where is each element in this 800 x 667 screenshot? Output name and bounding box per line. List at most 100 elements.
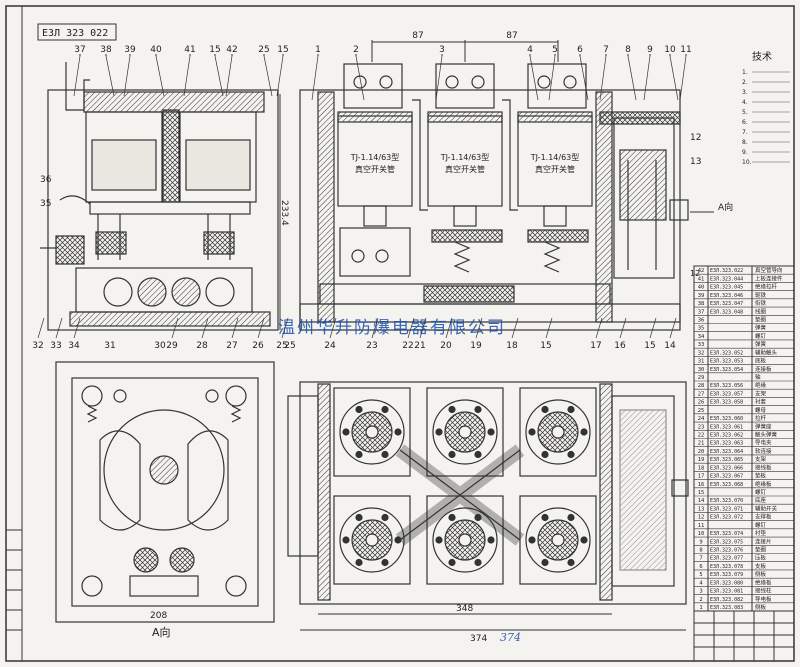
part-balloon: 25 xyxy=(276,341,287,351)
part-number: 42 xyxy=(698,268,705,274)
part-balloon: 36 xyxy=(40,175,52,185)
tube-bolt xyxy=(567,405,575,414)
tube-bolt xyxy=(435,428,443,436)
tube-bolt xyxy=(355,513,363,522)
part-balloon: 25 xyxy=(258,45,269,55)
tube-flange xyxy=(525,507,591,573)
part-balloon: 4 xyxy=(527,45,533,55)
part-name: 接线板 xyxy=(755,463,772,471)
part-number: 13 xyxy=(698,506,705,512)
part-code: ЕЗЛ.323.083 xyxy=(710,605,743,611)
part-name: 垫板 xyxy=(755,472,767,480)
part-balloon: 32 xyxy=(32,341,43,351)
part-code: ЕЗЛ.323.044 xyxy=(710,276,743,282)
a-view-arrow-label: A向 xyxy=(718,201,733,213)
part-number: 26 xyxy=(698,400,705,406)
tube-bolt xyxy=(474,450,482,459)
part-name: 弹簧 xyxy=(755,340,767,348)
part-balloon: 18 xyxy=(506,341,518,351)
part-number: 11 xyxy=(698,523,705,529)
part-code: ЕЗЛ.323.072 xyxy=(710,515,743,521)
tube-flange xyxy=(339,507,405,573)
part-number: 37 xyxy=(698,309,705,315)
tube-bolt xyxy=(448,450,456,459)
part-balloon: 33 xyxy=(50,341,61,351)
part-balloon: 10 xyxy=(664,45,676,55)
part-name: 软连接 xyxy=(755,447,772,455)
tube-bolt xyxy=(355,450,363,459)
part-code: ЕЗЛ.323.052 xyxy=(710,350,743,356)
leader-line xyxy=(281,317,289,339)
tube-housing xyxy=(333,495,411,585)
tech-req-line: 10. xyxy=(742,159,752,166)
tube-bolt xyxy=(541,558,549,567)
part-number: 38 xyxy=(698,301,705,307)
part-code: ЕЗЛ.323.067 xyxy=(710,474,743,480)
part-balloon: 23 xyxy=(366,341,377,351)
part-balloon: 8 xyxy=(625,45,631,55)
part-code: ЕЗЛ.323.053 xyxy=(710,359,743,365)
part-balloon: 37 xyxy=(74,45,85,55)
leader-line xyxy=(679,55,687,101)
part-name: 螺钉 xyxy=(755,488,767,496)
part-number: 8 xyxy=(699,548,702,554)
leader-line xyxy=(511,317,519,339)
tube-stem xyxy=(458,533,472,547)
tube-bolt xyxy=(567,513,575,522)
tech-req-heading: 技术 xyxy=(752,50,772,63)
svg-text:87: 87 xyxy=(506,31,517,41)
vacuum-tube-label-1: TJ-1.14/63型真空开关管 xyxy=(350,153,400,174)
part-name: 衬垫 xyxy=(755,529,767,537)
part-balloon: 19 xyxy=(470,341,482,351)
svg-text:87: 87 xyxy=(412,31,423,41)
part-balloon: 2 xyxy=(353,45,359,55)
height-dimension: 233.4 xyxy=(279,94,289,330)
part-code: ЕЗЛ.323.078 xyxy=(710,564,743,570)
part-balloon: 34 xyxy=(68,341,80,351)
leader-line xyxy=(371,317,379,339)
leader-line xyxy=(171,317,179,339)
part-name: 轭铁 xyxy=(755,291,767,299)
part-number: 39 xyxy=(698,293,705,299)
part-name: 衬套 xyxy=(755,398,767,406)
part-balloon: 31 xyxy=(104,341,115,351)
part-number: 5 xyxy=(699,572,702,578)
part-name: 压板 xyxy=(755,554,767,562)
part-balloon: 3 xyxy=(439,45,445,55)
leader-line xyxy=(669,317,677,339)
part-balloon: 35 xyxy=(40,199,51,209)
tube-bolt xyxy=(355,405,363,414)
part-code: ЕЗЛ.323.080 xyxy=(710,580,743,586)
leader-line xyxy=(276,55,284,97)
part-balloon: 25 xyxy=(284,341,295,351)
part-balloon: 14 xyxy=(664,341,676,351)
leader-line xyxy=(435,55,443,101)
part-code: ЕЗЛ.323.058 xyxy=(710,400,743,406)
part-number: 15 xyxy=(698,490,705,496)
part-name: 支撑板 xyxy=(755,513,772,521)
part-balloon: 7 xyxy=(603,45,609,55)
part-code: ЕЗЛ.323.062 xyxy=(710,433,743,439)
part-name: 绝缘板 xyxy=(755,578,772,586)
leader-line xyxy=(183,55,191,97)
part-balloon: 15 xyxy=(644,341,655,351)
part-name: 辅助开关 xyxy=(755,504,778,512)
part-name: 支架 xyxy=(755,389,767,397)
leader-line xyxy=(155,55,165,97)
tube-bolt xyxy=(342,428,350,436)
part-number: 41 xyxy=(698,276,705,282)
tube-bolt xyxy=(541,450,549,459)
part-number: 22 xyxy=(698,433,705,439)
part-code: ЕЗЛ.323.048 xyxy=(710,309,743,315)
part-balloon: 20 xyxy=(440,341,452,351)
svg-text:233.4: 233.4 xyxy=(279,200,289,226)
part-number: 10 xyxy=(698,531,705,537)
tube-housing xyxy=(333,387,411,477)
part-name: 导电夹 xyxy=(755,439,772,447)
tube-housing xyxy=(519,387,597,477)
tube-flange xyxy=(525,399,591,465)
tube-stem xyxy=(365,533,379,547)
